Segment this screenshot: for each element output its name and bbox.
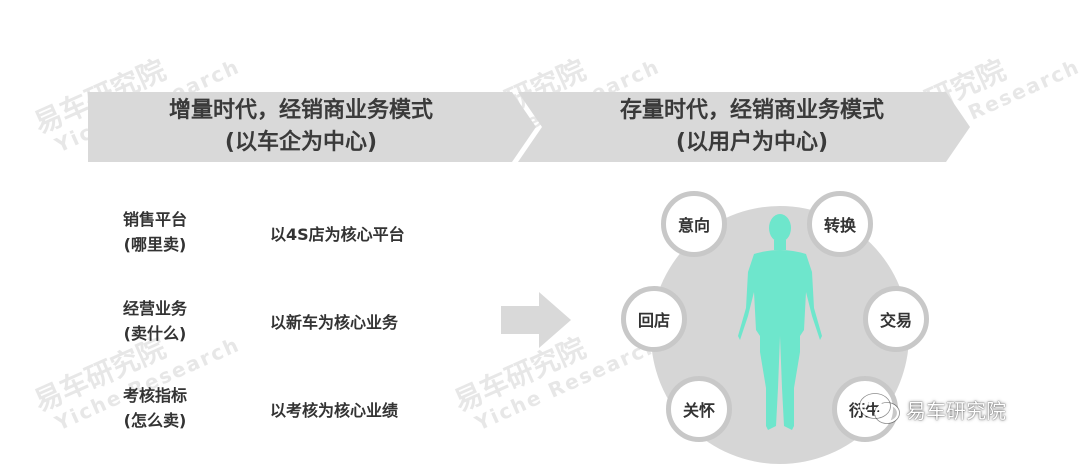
human-figure-icon	[738, 214, 822, 430]
watermark-en: Yiche Research	[471, 331, 664, 436]
row-label-line1: 销售平台	[122, 210, 187, 229]
wechat-icon	[859, 393, 900, 424]
row-label-sales-platform: 销售平台 (哪里卖)	[95, 207, 215, 257]
stock-era-subtitle: (以用户为中心)	[675, 130, 829, 155]
cycle-node-care: 关怀	[666, 376, 732, 442]
brand-name: 易车研究院	[906, 398, 1006, 423]
stock-era-title: 存量时代，经销商业务模式	[619, 98, 884, 123]
incremental-era-subtitle: (以车企为中心)	[224, 130, 378, 155]
stock-era-banner: 存量时代，经销商业务模式 (以用户为中心)	[518, 92, 970, 162]
row-label-line2: (卖什么)	[123, 324, 187, 343]
cycle-node-derivative: 衍生	[832, 376, 898, 442]
incremental-era-title: 增量时代，经销商业务模式	[168, 98, 433, 123]
row-label-kpi: 考核指标 (怎么卖)	[95, 383, 215, 433]
row-value-kpi: 以考核为核心业绩	[270, 401, 399, 420]
row-label-business: 经营业务 (卖什么)	[95, 296, 215, 346]
cycle-node-conversion: 转换	[807, 191, 873, 257]
cycle-node-transaction: 交易	[863, 286, 929, 352]
row-label-line1: 经营业务	[122, 299, 187, 318]
transition-arrow-icon	[501, 292, 571, 348]
cycle-node-intent: 意向	[661, 191, 727, 257]
brand-watermark: 易车研究院	[858, 392, 1006, 426]
row-value-sales-platform: 以4S店为核心平台	[270, 225, 405, 244]
row-label-line1: 考核指标	[122, 386, 187, 405]
row-value-business: 以新车为核心业务	[270, 313, 399, 332]
row-label-line2: (怎么卖)	[123, 411, 187, 430]
cycle-node-return-visit: 回店	[621, 286, 687, 352]
incremental-era-banner: 增量时代，经销商业务模式 (以车企为中心)	[88, 92, 536, 162]
row-label-line2: (哪里卖)	[123, 235, 187, 254]
